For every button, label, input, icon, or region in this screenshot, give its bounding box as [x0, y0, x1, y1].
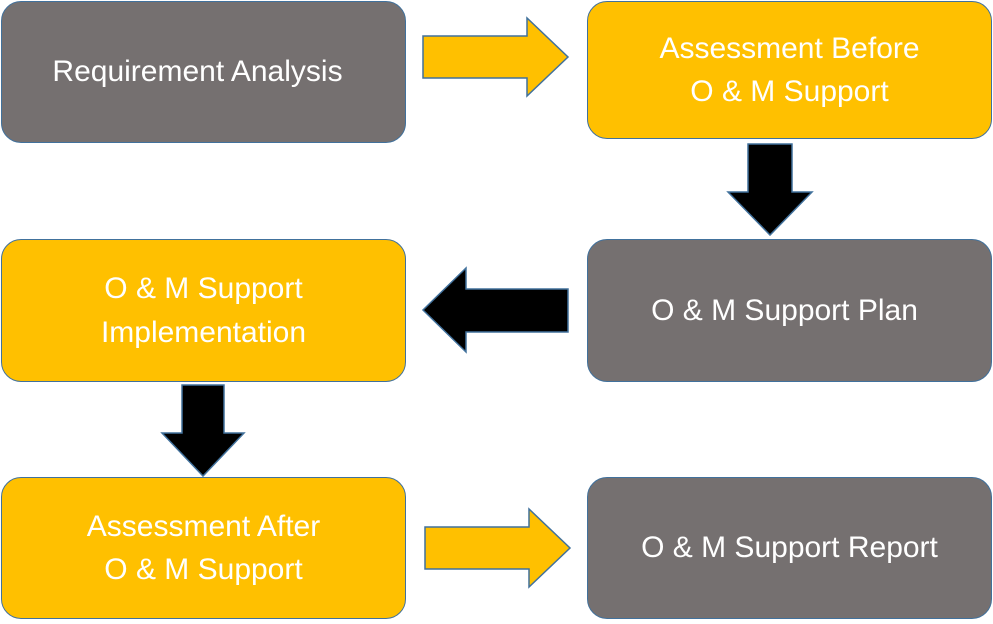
step-label-line: O & M Support Plan: [651, 293, 918, 327]
step-label-line: Assessment After: [86, 509, 321, 543]
step-support-report: O & M Support Report: [587, 477, 992, 619]
step-assessment-before: Assessment Before O & M Support: [587, 1, 992, 139]
step-label-line: O & M Support: [104, 272, 303, 305]
step-label-line: O & M Support Report: [641, 531, 938, 565]
step-requirement-analysis: Requirement Analysis: [1, 1, 406, 143]
step-label-line: Assessment Before: [659, 31, 920, 65]
arrow-right-icon: [424, 507, 572, 589]
arrow-left-icon: [421, 266, 569, 354]
step-label-line: Implementation: [100, 315, 307, 349]
step-label-line: O & M Support: [104, 553, 303, 586]
arrow-down-icon: [160, 384, 246, 478]
step-support-implementation: O & M Support Implementation: [1, 239, 406, 382]
arrow-down-icon: [726, 143, 814, 237]
arrow-right-icon: [422, 16, 570, 98]
step-support-plan: O & M Support Plan: [587, 239, 992, 382]
step-label-line: O & M Support: [690, 75, 889, 108]
step-label-line: Requirement Analysis: [52, 55, 343, 89]
step-assessment-after: Assessment After O & M Support: [1, 477, 406, 619]
